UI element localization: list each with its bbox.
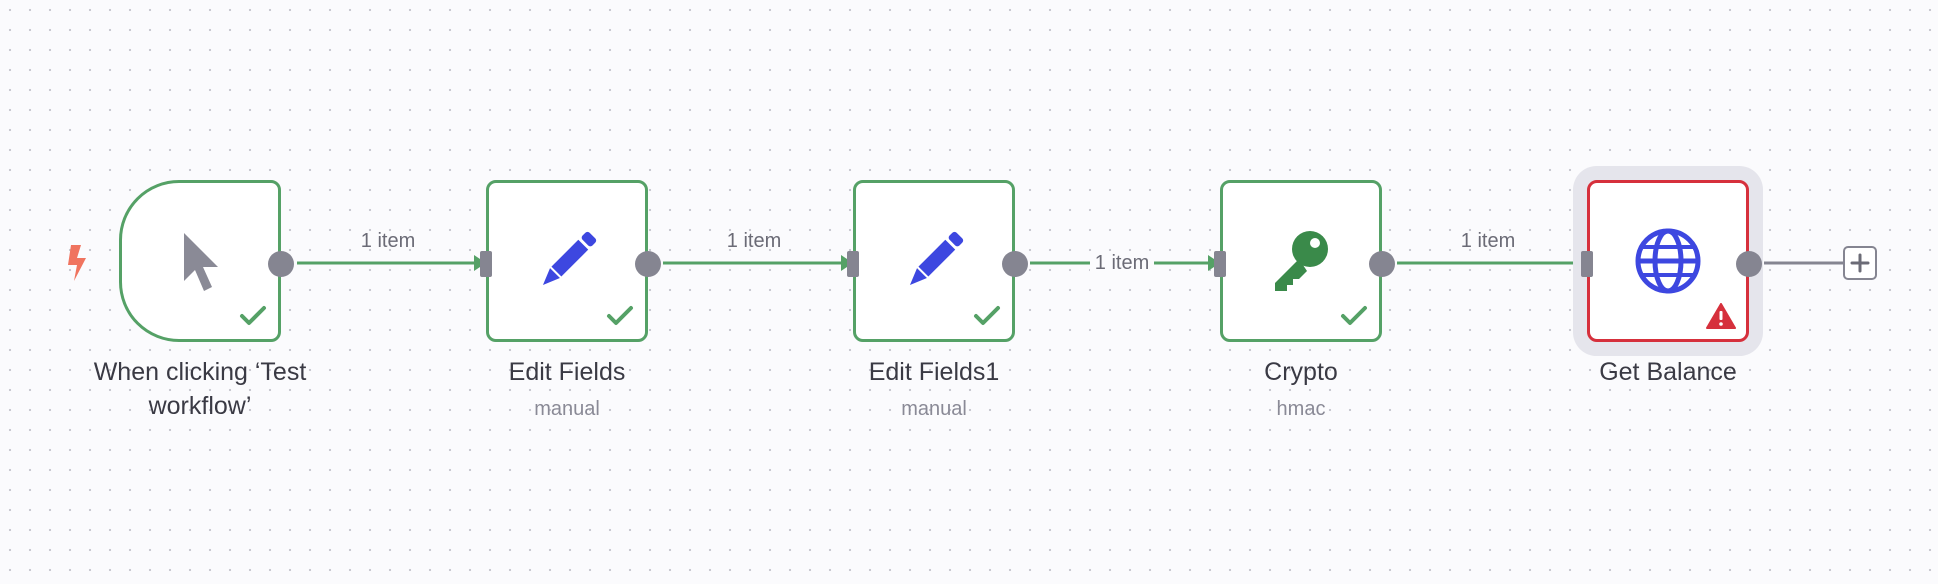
node-subtitle: hmac <box>1276 398 1326 420</box>
node-edit-fields[interactable] <box>480 180 661 342</box>
checkmark-icon <box>605 303 635 329</box>
node-crypto[interactable] <box>1214 180 1395 342</box>
node-title: When clicking ‘Test workflow’ <box>93 358 307 420</box>
node-manual-trigger[interactable] <box>119 180 294 342</box>
plus-icon <box>1850 253 1870 273</box>
node-get-balance[interactable] <box>1581 180 1762 342</box>
lightning-bolt-icon <box>62 243 92 283</box>
input-handle[interactable] <box>480 251 492 277</box>
connection-2[interactable] <box>663 255 853 271</box>
globe-icon <box>1632 225 1704 297</box>
checkmark-icon <box>1339 303 1369 329</box>
edge-label: 1 item <box>726 230 782 252</box>
node-title: Get Balance <box>1599 358 1737 386</box>
input-handle[interactable] <box>1214 251 1226 277</box>
node-title: Edit Fields1 <box>868 358 1000 386</box>
output-handle[interactable] <box>268 251 294 277</box>
output-handle[interactable] <box>1736 251 1762 277</box>
connection-1[interactable] <box>297 255 486 271</box>
edge-label: 1 item <box>360 230 416 252</box>
input-handle[interactable] <box>1581 251 1593 277</box>
node-edit-fields1[interactable] <box>847 180 1028 342</box>
node-subtitle: manual <box>534 398 600 420</box>
warning-icon[interactable] <box>1706 303 1736 329</box>
output-handle[interactable] <box>635 251 661 277</box>
node-title: Edit Fields <box>508 358 626 386</box>
checkmark-icon <box>972 303 1002 329</box>
output-handle[interactable] <box>1002 251 1028 277</box>
edge-label: 1 item <box>1090 251 1154 275</box>
output-handle[interactable] <box>1369 251 1395 277</box>
node-subtitle: manual <box>901 398 967 420</box>
checkmark-icon <box>238 303 268 329</box>
pencil-icon <box>898 225 970 297</box>
input-handle[interactable] <box>847 251 859 277</box>
add-node-button[interactable] <box>1843 246 1877 280</box>
node-title: Crypto <box>1264 358 1338 386</box>
connection-4[interactable] <box>1397 255 1587 271</box>
cursor-icon <box>164 225 236 297</box>
pencil-icon <box>531 225 603 297</box>
edge-label: 1 item <box>1460 230 1516 252</box>
key-icon <box>1265 225 1337 297</box>
